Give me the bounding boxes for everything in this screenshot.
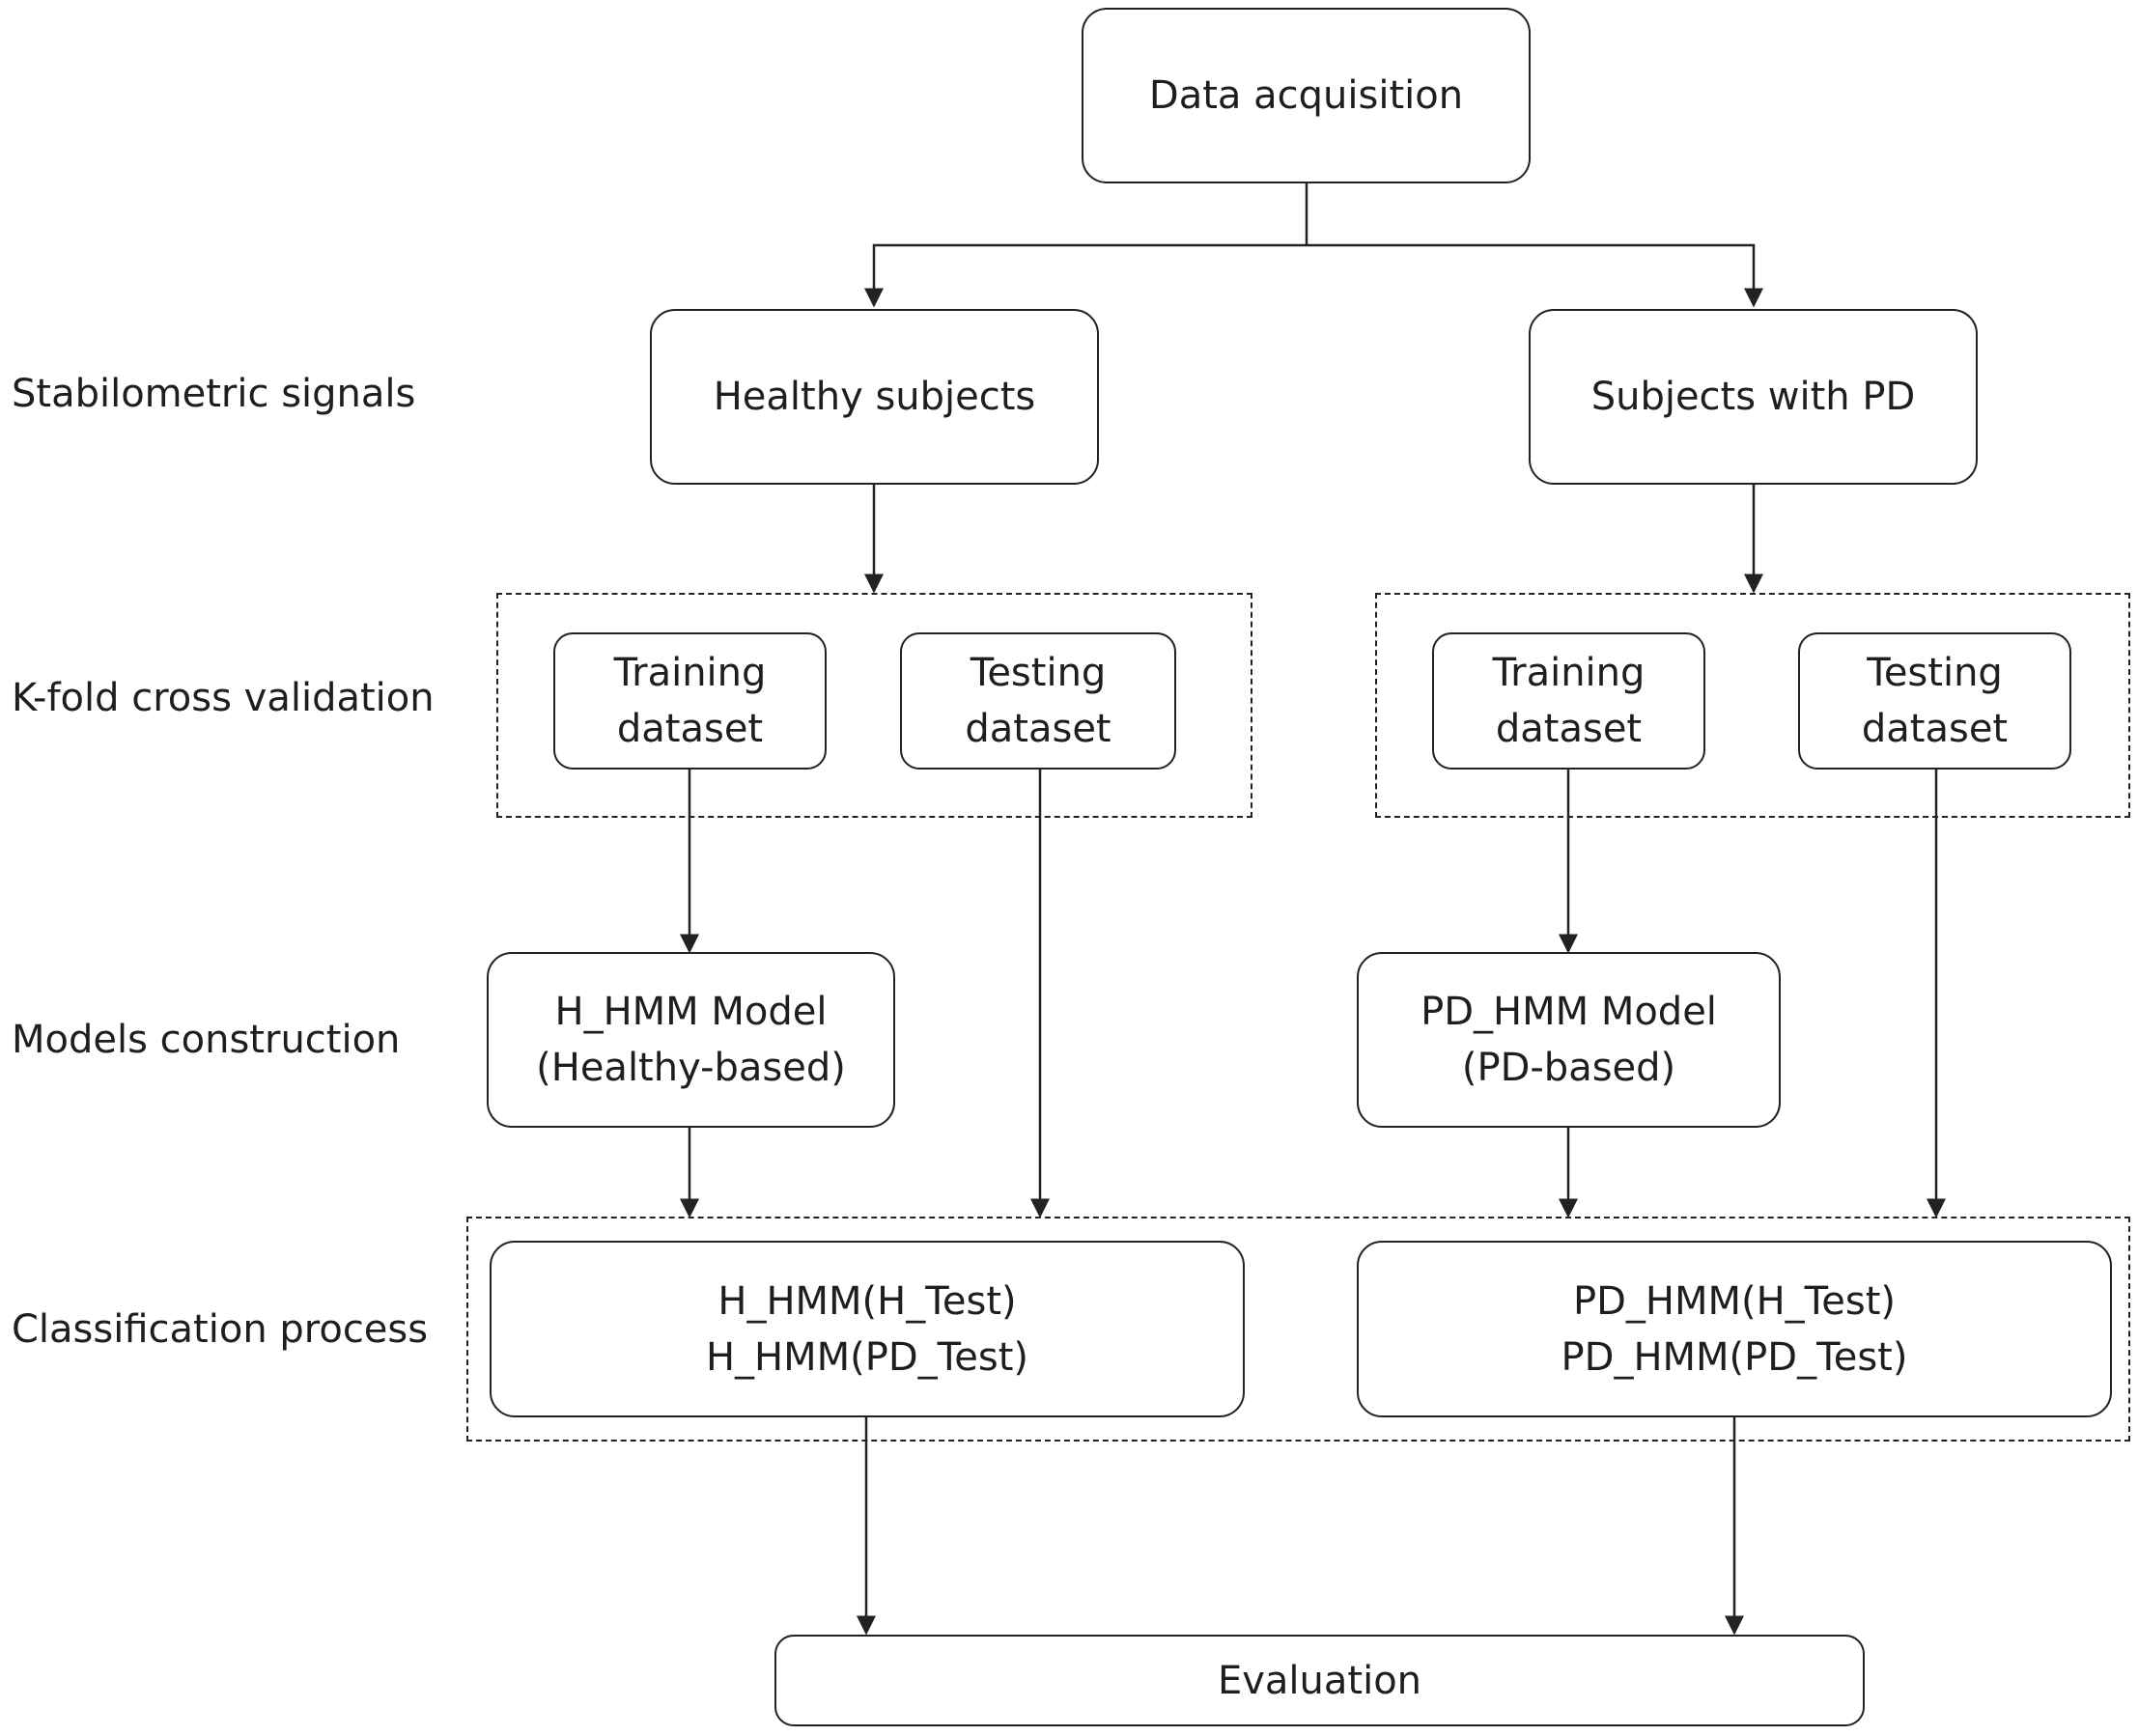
healthy-training-dataset-node: Training dataset — [553, 632, 827, 770]
evaluation-label: Evaluation — [1217, 1658, 1422, 1703]
healthy-testing-dataset-node: Testing dataset — [900, 632, 1176, 770]
pd-hmm-model-line-2: (PD-based) — [1461, 1046, 1676, 1090]
pd-kfold-group — [1375, 593, 2130, 818]
healthy-training-line-1: Training — [613, 651, 767, 695]
pd-testing-line-2: dataset — [1861, 707, 2009, 751]
h-hmm-classification-line-2: H_HMM(PD_Test) — [705, 1334, 1029, 1380]
row-label-models-construction: Models construction — [12, 1018, 401, 1062]
pd-testing-dataset-node: Testing dataset — [1798, 632, 2071, 770]
data-acquisition-node: Data acquisition — [1082, 8, 1531, 183]
row-label-classification-process: Classification process — [12, 1307, 429, 1352]
pd-training-line-1: Training — [1492, 651, 1646, 695]
data-acquisition-label: Data acquisition — [1148, 73, 1464, 118]
pd-training-dataset-node: Training dataset — [1432, 632, 1705, 770]
healthy-testing-line-2: dataset — [965, 707, 1111, 751]
pd-training-line-2: dataset — [1495, 707, 1643, 751]
healthy-testing-line-1: Testing — [970, 651, 1107, 695]
edge-acquisition-to-pd — [1307, 243, 1763, 308]
healthy-subjects-label: Healthy subjects — [713, 375, 1036, 419]
h-hmm-model-line-1: H_HMM Model — [554, 990, 828, 1034]
healthy-kfold-group — [496, 593, 1252, 818]
pd-hmm-classification-line-1: PD_HMM(H_Test) — [1572, 1278, 1897, 1324]
classification-group — [466, 1217, 2130, 1442]
pd-hmm-model-line-1: PD_HMM Model — [1421, 990, 1717, 1034]
pd-hmm-classification-node: PD_HMM(H_Test) PD_HMM(PD_Test) — [1357, 1241, 2112, 1417]
row-label-kfold-cross-validation: K-fold cross validation — [12, 676, 435, 720]
h-hmm-classification-node: H_HMM(H_Test) H_HMM(PD_Test) — [490, 1241, 1245, 1417]
h-hmm-model-line-2: (Healthy-based) — [536, 1046, 846, 1090]
h-hmm-model-node: H_HMM Model (Healthy-based) — [487, 952, 895, 1128]
pd-hmm-classification-line-2: PD_HMM(PD_Test) — [1561, 1334, 1908, 1380]
evaluation-node: Evaluation — [774, 1635, 1865, 1726]
h-hmm-classification-line-1: H_HMM(H_Test) — [717, 1278, 1017, 1324]
pd-testing-line-1: Testing — [1867, 651, 2003, 695]
edge-acquisition-to-healthy — [864, 243, 1307, 308]
pd-hmm-model-node: PD_HMM Model (PD-based) — [1357, 952, 1781, 1128]
healthy-training-line-2: dataset — [616, 707, 764, 751]
subjects-with-pd-node: Subjects with PD — [1529, 309, 1978, 485]
subjects-with-pd-label: Subjects with PD — [1590, 375, 1916, 419]
healthy-subjects-node: Healthy subjects — [650, 309, 1099, 485]
row-label-stabilometric-signals: Stabilometric signals — [12, 372, 416, 416]
